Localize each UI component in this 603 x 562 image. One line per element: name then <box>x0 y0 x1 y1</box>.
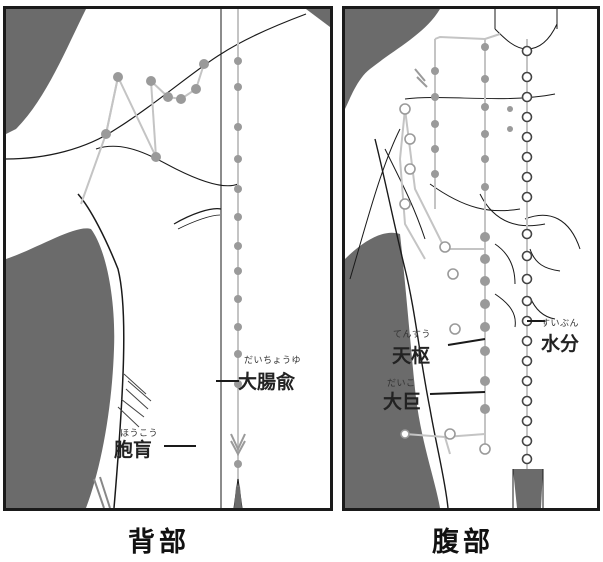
front-caption: 腹部 <box>432 520 494 559</box>
suibun-label: 水分 <box>541 329 579 356</box>
daichoyu-furigana: だいちょうゆ <box>244 353 301 366</box>
back-panel: だいちょうゆ 大腸兪 ほうこう 胞肓 <box>3 6 333 511</box>
tensuu-label: 天枢 <box>392 341 430 368</box>
suibun-furigana: すいぶん <box>541 316 579 329</box>
daichoyu-label: 大腸兪 <box>238 367 295 394</box>
back-illustration <box>6 9 330 508</box>
back-caption: 背部 <box>128 520 190 559</box>
front-illustration <box>345 9 597 508</box>
tensuu-furigana: てんすう <box>393 327 431 340</box>
houkou-label: 胞肓 <box>114 435 152 462</box>
front-panel: てんすう 天枢 すいぶん 水分 だいこ 大巨 <box>342 6 600 511</box>
daiko-label: 大巨 <box>383 387 421 414</box>
